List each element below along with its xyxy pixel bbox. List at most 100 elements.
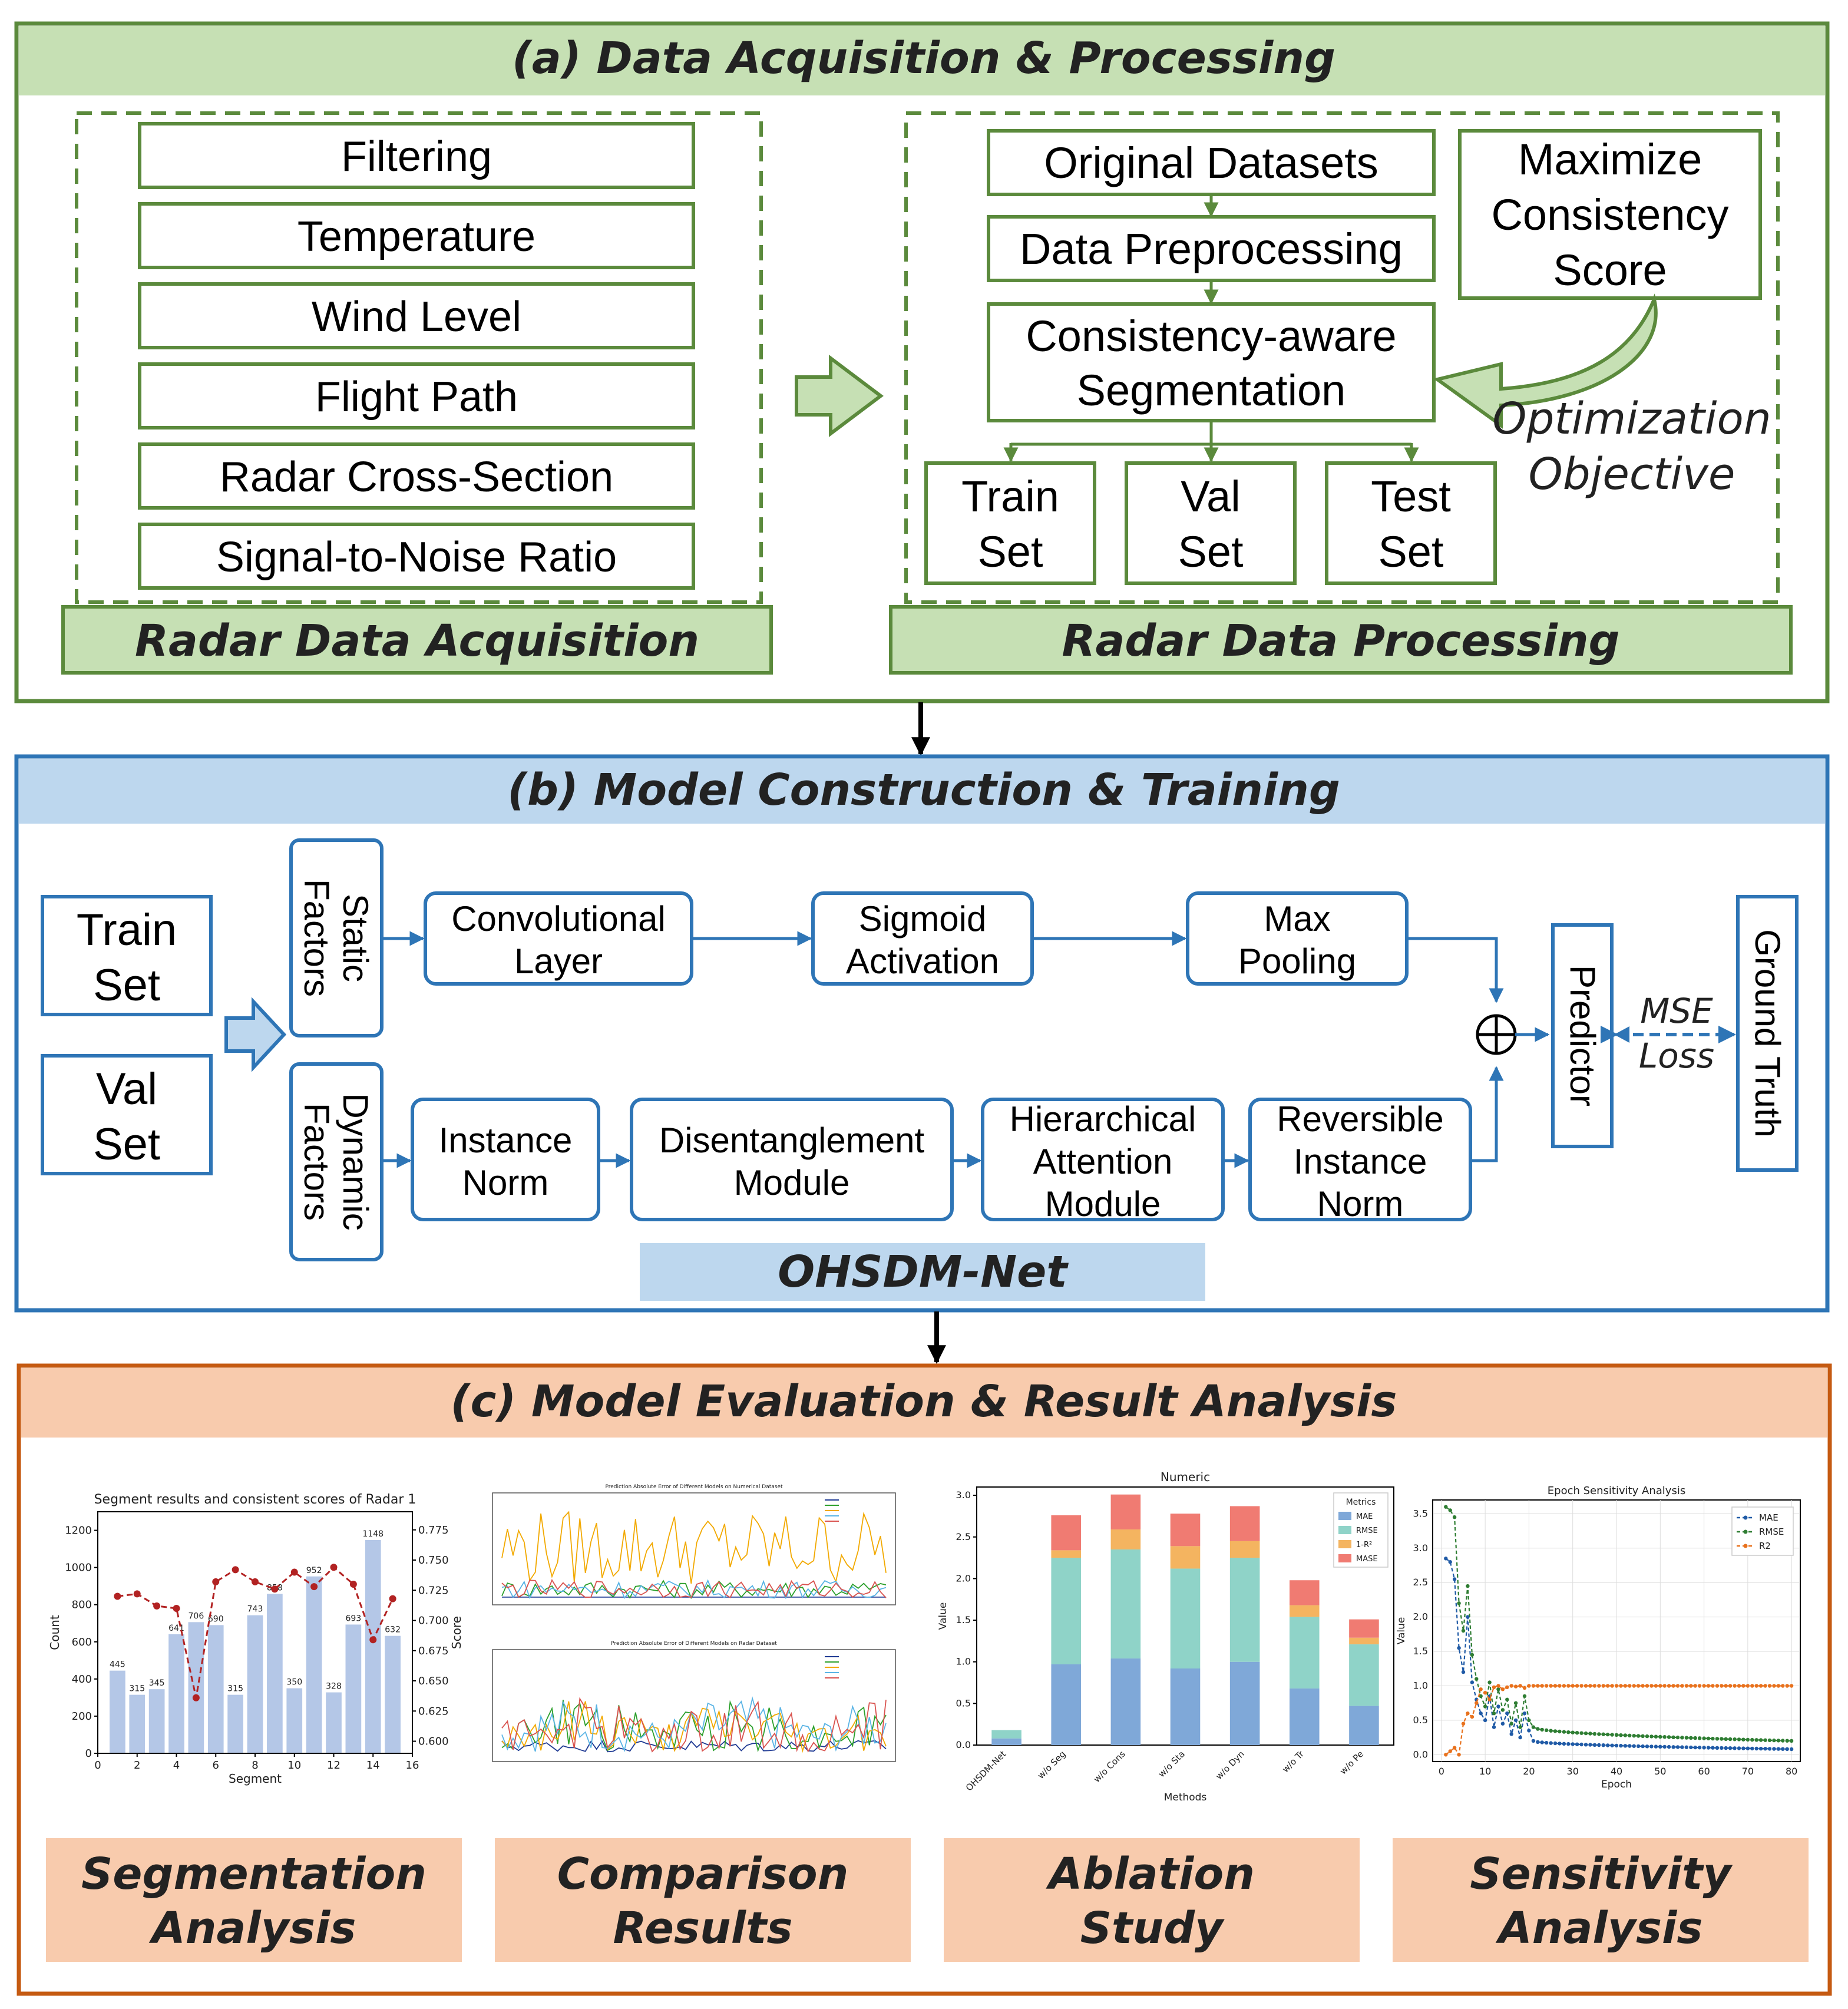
sen-series-point xyxy=(1531,1739,1536,1743)
abl-xlabel: Methods xyxy=(1164,1792,1207,1803)
abl-bar-segment xyxy=(1170,1546,1201,1569)
acquisition-item-box xyxy=(138,523,695,590)
sen-series-point xyxy=(1500,1721,1505,1726)
sen-series-point xyxy=(1553,1729,1558,1733)
panel-c-title: (c) Model Evaluation & Result Analysis xyxy=(451,1376,1397,1427)
acquisition-item-box xyxy=(138,282,695,349)
abl-legend-label: RMSE xyxy=(1356,1526,1378,1535)
sen-series-point xyxy=(1522,1711,1527,1716)
comparison-chart: Prediction Absolute Error of Different M… xyxy=(492,1484,896,1762)
seg-score-point xyxy=(252,1578,259,1585)
sen-series-point xyxy=(1649,1734,1654,1739)
seg-y2tick-label: 0.700 xyxy=(418,1615,449,1627)
sen-series-point xyxy=(1680,1736,1684,1740)
sen-series-point xyxy=(1789,1747,1794,1752)
sen-series-point xyxy=(1571,1730,1575,1734)
sen-series-point xyxy=(1601,1732,1605,1736)
sen-series-point xyxy=(1483,1704,1487,1709)
sen-series-point xyxy=(1741,1746,1745,1750)
loss-label-1: MSE xyxy=(1640,991,1713,1031)
sen-series-point xyxy=(1470,1680,1475,1684)
abl-bar-segment xyxy=(1290,1617,1320,1689)
sen-series-point xyxy=(1711,1736,1715,1741)
seg-ylabel: Count xyxy=(48,1615,62,1650)
test-set-label-2: Set xyxy=(1378,527,1444,576)
val-set-label-2: Set xyxy=(1178,527,1244,576)
train-set-box xyxy=(924,461,1096,585)
sen-series-point xyxy=(1781,1739,1785,1743)
seg-score-line xyxy=(117,1566,394,1699)
sen-series-point xyxy=(1689,1736,1693,1740)
sen-series-point xyxy=(1496,1704,1500,1709)
abl-bar-segment xyxy=(1229,1661,1260,1745)
seg-y2label: Score xyxy=(449,1616,464,1649)
seg-score-point xyxy=(232,1566,239,1574)
sen-series-point xyxy=(1553,1741,1558,1746)
sen-series-point xyxy=(1457,1601,1461,1605)
seg-bar-label: 952 xyxy=(306,1566,322,1575)
sen-xtick-label: 20 xyxy=(1523,1766,1535,1777)
sen-series-point xyxy=(1785,1747,1789,1751)
optimization-curved-arrow xyxy=(1433,293,1658,429)
sen-xtick-label: 40 xyxy=(1611,1766,1622,1777)
processing-footer-label: Radar Data Processing xyxy=(1062,616,1620,666)
sen-series-point xyxy=(1632,1744,1636,1748)
test-set-label-1: Test xyxy=(1371,472,1451,521)
result-label-box xyxy=(495,1838,911,1962)
cmp-error-line xyxy=(501,1697,887,1753)
sen-series-point xyxy=(1513,1718,1518,1723)
sen-series-point xyxy=(1457,1646,1461,1650)
sen-series-point xyxy=(1715,1746,1720,1750)
cmp-error-line xyxy=(501,1578,887,1598)
sen-series-point xyxy=(1750,1746,1754,1751)
sen-series-point xyxy=(1649,1744,1654,1749)
sen-legend-label: MAE xyxy=(1759,1512,1778,1523)
sen-series-point xyxy=(1654,1684,1658,1688)
seg-y2tick-label: 0.775 xyxy=(418,1524,449,1537)
seg-ytick-label: 800 xyxy=(72,1599,92,1611)
sen-ytick-label: 1.0 xyxy=(1413,1680,1428,1691)
sen-series-point xyxy=(1575,1742,1579,1746)
sen-series-point xyxy=(1588,1684,1592,1688)
sen-series-point xyxy=(1745,1737,1750,1742)
sen-series-point xyxy=(1540,1740,1544,1744)
sen-series-point xyxy=(1566,1684,1571,1688)
processing-footer xyxy=(889,605,1793,675)
sen-series-point xyxy=(1645,1744,1649,1749)
sen-series-point xyxy=(1614,1733,1619,1737)
predictor-label: Predictor xyxy=(1563,965,1602,1106)
sen-legend-label: RMSE xyxy=(1759,1526,1784,1537)
segmentation-label-2: Segmentation xyxy=(1077,366,1346,415)
objective-label-2: Objective xyxy=(1529,449,1735,500)
sen-series-point xyxy=(1662,1744,1667,1749)
sen-legend-label: R2 xyxy=(1759,1541,1771,1551)
seg-score-point xyxy=(330,1564,338,1571)
sen-series-point xyxy=(1444,1753,1448,1757)
sen-series-point xyxy=(1544,1684,1549,1688)
sen-series-point xyxy=(1579,1731,1583,1735)
result-label-line-1: Ablation xyxy=(1046,1849,1255,1899)
abl-bar-segment xyxy=(1170,1568,1201,1669)
sen-series-point xyxy=(1540,1727,1544,1732)
abl-bar-segment xyxy=(1170,1514,1201,1547)
result-label-line-1: Comparison xyxy=(557,1849,849,1899)
abl-legend-swatch xyxy=(1338,1554,1351,1562)
seg-bar xyxy=(306,1576,322,1753)
sen-series-point xyxy=(1745,1746,1750,1750)
abl-bar-segment xyxy=(1349,1637,1379,1645)
seg-bar-label: 632 xyxy=(385,1625,401,1635)
abl-chart-title: Numeric xyxy=(1161,1470,1210,1484)
acquisition-item-label: Radar Cross-Section xyxy=(220,454,613,501)
seg-ytick-label: 400 xyxy=(72,1673,92,1686)
sen-series-point xyxy=(1750,1737,1754,1742)
sen-series-point xyxy=(1553,1684,1558,1688)
sen-series-point xyxy=(1592,1732,1597,1736)
abl-bar-segment xyxy=(1290,1580,1320,1605)
abl-bar-segment xyxy=(1051,1664,1081,1745)
sen-ytick-label: 3.0 xyxy=(1413,1542,1428,1554)
sen-series-point xyxy=(1575,1684,1579,1688)
abl-bar-segment xyxy=(1051,1558,1081,1664)
sen-series-point xyxy=(1475,1701,1479,1705)
cmp-error-line xyxy=(501,1701,887,1753)
panel-c-header xyxy=(21,1368,1827,1438)
